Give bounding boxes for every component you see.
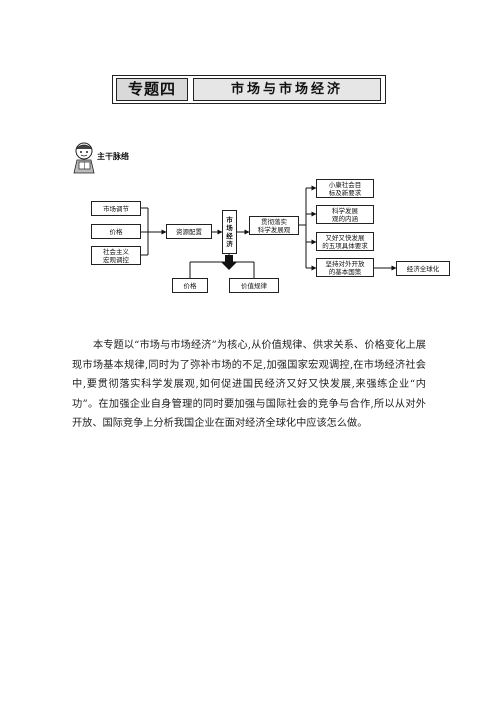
node-five-requirements: 又好又快发展 的五项具体要求	[316, 232, 374, 251]
node-value-law: 价值规律	[229, 278, 279, 293]
node-market-economy: 市 场 经 济	[222, 210, 237, 254]
node-economic-globalization: 经济全球化	[396, 261, 450, 276]
node-market-regulation: 市场调节	[91, 201, 141, 216]
node-price-left: 价格	[91, 224, 141, 239]
node-xiaokang-goals: 小康社会目 标及新要求	[316, 179, 374, 198]
cartoon-reader-icon	[73, 142, 95, 174]
node-scientific-development: 贯彻落实 科学发展观	[249, 216, 299, 235]
node-development-concept: 科学发展 观的内涵	[316, 205, 374, 224]
node-price-bottom: 价格	[172, 278, 208, 293]
intro-paragraph: 本专题以“市场与市场经济”为核心,从价值规律、供求关系、价格变化上展现市场基本规…	[72, 340, 426, 429]
topic-banner: 专题四 市场与市场经济	[112, 75, 386, 104]
node-resource-allocation: 资源配置	[166, 224, 212, 239]
section-title: 主干脉络	[97, 152, 129, 161]
section-heading: 主干脉络	[71, 140, 181, 176]
node-macro-control: 社会主义 宏观调控	[91, 246, 141, 265]
topic-title: 市场与市场经济	[193, 78, 381, 101]
topic-number-tag: 专题四	[116, 78, 188, 101]
node-open-policy: 坚持对外开放 的基本国策	[316, 258, 374, 277]
